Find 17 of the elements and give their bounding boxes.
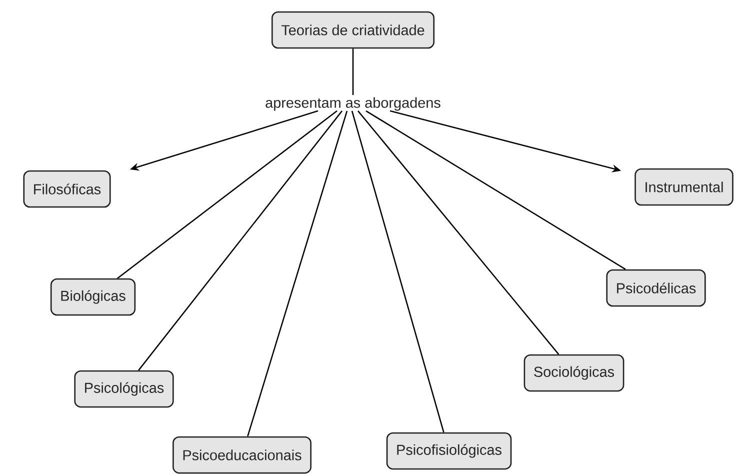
concept-box: Teorias de criatividade (272, 11, 435, 49)
connector-line (358, 110, 560, 355)
connector-line (366, 110, 626, 270)
concept-box: Instrumental (634, 168, 734, 206)
connector-line (352, 48, 354, 96)
connector-line (351, 110, 444, 433)
connector-line (117, 110, 338, 279)
concept-box: Filosóficas (23, 170, 111, 208)
connector-line (138, 110, 343, 371)
concept-box: Psicológicas (74, 370, 174, 408)
concept-box: Biológicas (50, 278, 136, 316)
concept-box: Sociológicas (524, 354, 624, 392)
connector-line (247, 110, 348, 437)
linking-phrase: apresentam as aborgadens (266, 97, 440, 111)
concept-box: Psicofisiológicas (386, 432, 512, 470)
concept-box: Psicoeducacionais (172, 436, 312, 474)
concept-box: Psicodélicas (606, 269, 706, 307)
